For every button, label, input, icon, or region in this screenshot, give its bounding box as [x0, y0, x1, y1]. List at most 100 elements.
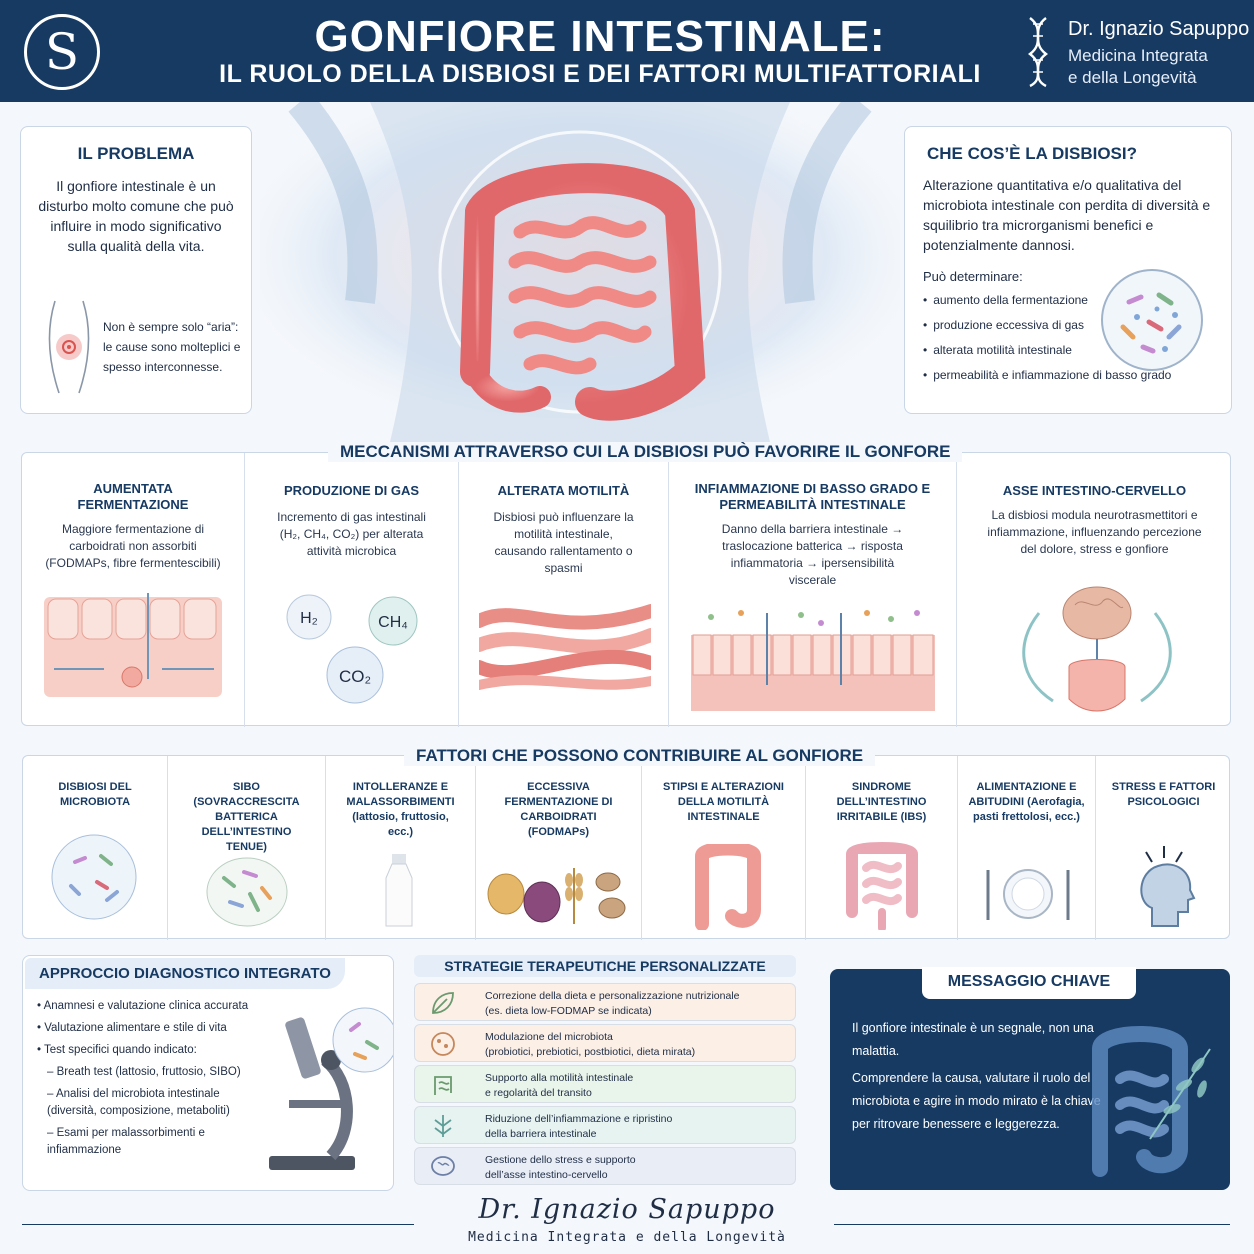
- mechanism-gas: PRODUZIONE DI GAS Incremento di gas inte…: [244, 453, 458, 727]
- gut-brain-axis-icon: [1022, 586, 1172, 712]
- factor-stress: STRESS E FATTORI PSICOLOGICI: [1095, 756, 1231, 940]
- gut-barrier-illustration: [691, 610, 935, 711]
- mechanism-text: Disbiosi può influenzare la motilità int…: [493, 510, 634, 575]
- strategy-line-1: Gestione dello stress e supporto: [485, 1154, 636, 1166]
- diagnostic-title: APPROCCIO DIAGNOSTICO INTEGRATO: [25, 958, 345, 989]
- dna-icon: [1028, 17, 1048, 88]
- factor-dysbiosis: DISBIOSI DEL MICROBIOTA: [23, 756, 167, 940]
- problem-note: Non è sempre solo “aria”: le cause sono …: [103, 320, 241, 374]
- gas-label: CH₄: [378, 614, 408, 631]
- list-item: • Test specifici quando indicato:: [37, 1044, 197, 1056]
- bacteria-cluster-icon: [206, 857, 288, 927]
- mechanisms-title: MECCANISMI ATTRAVERSO CUI LA DISBIOSI PU…: [328, 442, 963, 462]
- colon-icon: [695, 844, 761, 930]
- brain-icon: [431, 1156, 455, 1176]
- factor-title: STIPSI E ALTERAZIONI DELLA MOTILITÀ INTE…: [662, 781, 784, 823]
- key-message-line-1: Il gonfiore intestinale è un segnale, no…: [852, 1021, 1094, 1058]
- problem-card: IL PROBLEMA Il gonfiore intestinale è un…: [20, 126, 252, 414]
- mechanism-text: Incremento di gas intestinali (H₂, CH₄, …: [277, 510, 426, 558]
- strategy-microbiota: Modulazione del microbiota(probiotici, p…: [414, 1024, 796, 1062]
- bacteria-icon: [1101, 269, 1203, 371]
- strategy-text: Riduzione dell’infiammazione e ripristin…: [485, 1112, 672, 1142]
- microbiota-icon: [51, 834, 137, 920]
- milk-bottle-icon: [385, 854, 413, 927]
- factor-title: SIBO (SOVRACCRESCITA BATTERICA DELL’INTE…: [193, 781, 300, 853]
- strategy-inflammation: Riduzione dell’infiammazione e ripristin…: [414, 1106, 796, 1144]
- mechanism-text: Maggiore fermentazione di carboidrati no…: [45, 522, 221, 570]
- list-item: • Anamnesi e valutazione clinica accurat…: [37, 1000, 249, 1012]
- mechanism-fermentation: AUMENTATA FERMENTAZIONE Maggiore ferment…: [22, 453, 244, 727]
- strategy-line-2: della barriera intestinale: [485, 1128, 597, 1140]
- mechanisms-panel: AUMENTATA FERMENTAZIONE Maggiore ferment…: [21, 452, 1231, 727]
- abdomen-intestine-illustration: [260, 102, 900, 442]
- factor-title: ALIMENTAZIONE E ABITUDINI (Aerofagia, pa…: [968, 781, 1085, 823]
- list-item: – Esami per malassorbimenti e infiammazi…: [47, 1127, 205, 1156]
- dysbiosis-definition: Alterazione quantitativa e/o qualitativa…: [923, 177, 1211, 253]
- list-item: produzione eccessiva di gas: [923, 318, 1223, 343]
- list-item: aumento della fermentazione: [923, 293, 1223, 318]
- factor-title: INTOLLERANZE E MALASSORBIMENTI (lattosio…: [346, 781, 455, 838]
- intestine-leaf-icon: [1092, 1026, 1211, 1177]
- doctor-name: Dr. Ignazio Sapuppo: [1068, 18, 1250, 40]
- factor-title: SINDROME DELL’INTESTINO IRRITABILE (IBS): [836, 781, 927, 823]
- logo: S: [24, 14, 100, 90]
- stressed-head-icon: [1140, 846, 1196, 927]
- problem-title: IL PROBLEMA: [77, 144, 195, 163]
- list-item: – Analisi del microbiota intestinale (di…: [47, 1088, 230, 1117]
- key-message-title: MESSAGGIO CHIAVE: [922, 967, 1136, 999]
- microscope-icon: [269, 1007, 393, 1170]
- mechanism-title: PRODUZIONE DI GAS: [283, 483, 420, 498]
- list-item: – Breath test (lattosio, fruttosio, SIBO…: [47, 1066, 241, 1078]
- dysbiosis-can-cause: Può determinare:: [923, 269, 1023, 284]
- gas-label: H₂: [300, 610, 318, 627]
- strategy-stress: Gestione dello stress e supporto dell’ass…: [414, 1147, 796, 1185]
- gas-bubbles: H₂ CH₄ CO₂: [286, 594, 418, 704]
- strategy-line-1: Riduzione dell’infiammazione e ripristin…: [485, 1113, 673, 1125]
- list-item: • Valutazione alimentare e stile di vita: [37, 1022, 227, 1034]
- page-subtitle: IL RUOLO DELLA DISBIOSI E DEI FATTORI MU…: [219, 60, 981, 88]
- strategy-text: Modulazione del microbiota(probiotici, p…: [485, 1030, 695, 1060]
- microbiota-icon: [431, 1032, 455, 1056]
- strategies-title: STRATEGIE TERAPEUTICHE PERSONALIZZATE: [414, 955, 796, 977]
- page-title: GONFIORE INTESTINALE:: [314, 12, 886, 61]
- mechanism-title: AUMENTATA FERMENTAZIONE: [77, 481, 189, 512]
- factor-diet-habits: ALIMENTAZIONE E ABITUDINI (Aerofagia, pa…: [957, 756, 1095, 940]
- diagnostic-list: • Anamnesi e valutazione clinica accurat…: [37, 998, 267, 1164]
- key-message-panel: MESSAGGIO CHIAVE Il gonfiore intestinale…: [830, 967, 1230, 1190]
- strategy-line-1: Correzione della dieta e personalizzazio…: [485, 990, 740, 1002]
- fodmap-foods-icon: [487, 868, 626, 924]
- mechanism-inflammation: INFIAMMAZIONE DI BASSO GRADO E PERMEABIL…: [668, 453, 956, 727]
- specialty-line-2: e della Longevità: [1068, 68, 1197, 87]
- problem-text: Il gonfiore intestinale è un disturbo mo…: [38, 178, 234, 254]
- strategy-text: Correzione della dieta e personalizzazio…: [485, 989, 740, 1019]
- signature: Dr. Ignazio Sapuppo: [478, 1194, 776, 1225]
- factor-ibs: SINDROME DELL’INTESTINO IRRITABILE (IBS): [805, 756, 957, 940]
- key-message-text: Il gonfiore intestinale è un segnale, no…: [852, 1017, 1102, 1136]
- mechanism-title: INFIAMMAZIONE DI BASSO GRADO E PERMEABIL…: [694, 481, 931, 512]
- footer-divider-right: [834, 1224, 1230, 1225]
- factors-panel: DISBIOSI DEL MICROBIOTA SIBO (SOVRACCRES…: [22, 755, 1231, 940]
- factor-constipation: STIPSI E ALTERAZIONI DELLA MOTILITÀ INTE…: [641, 756, 805, 940]
- intestine-icon: [846, 842, 918, 930]
- plate-cutlery-icon: [986, 869, 1070, 920]
- strategy-diet: Correzione della dieta e personalizzazio…: [414, 983, 796, 1021]
- abdomen-icon: [48, 300, 90, 394]
- doctor-specialty: Medicina Integrata e della Longevità: [1068, 45, 1248, 89]
- strategy-line-2: dell’asse intestino-cervello: [485, 1169, 608, 1181]
- gas-label: CO₂: [339, 667, 371, 686]
- list-item: alterata motilità intestinale: [923, 343, 1223, 368]
- factor-intolerances: INTOLLERANZE E MALASSORBIMENTI (lattosio…: [325, 756, 475, 940]
- mechanism-text: La disbiosi modula neurotrasmettitori e …: [987, 508, 1202, 556]
- footer-subtitle: Medicina Integrata e della Longevità: [468, 1230, 786, 1245]
- mechanism-title: ASSE INTESTINO-CERVELLO: [1002, 483, 1187, 498]
- factor-title: ECCESSIVA FERMENTAZIONE DI CARBOIDRATI (…: [504, 781, 613, 838]
- mechanism-text: Danno della barriera intestinale → trasl…: [721, 522, 904, 587]
- strategy-line-2: (es. dieta low-FODMAP se indicata): [485, 1005, 652, 1017]
- mechanism-title: ALTERATA MOTILITÀ: [497, 483, 630, 498]
- strategy-line-2: e regolarità del transito: [485, 1087, 592, 1099]
- intestinal-wall-illustration: [44, 593, 222, 697]
- list-item: permeabilità e infiammazione di basso gr…: [923, 368, 1223, 393]
- factors-title: FATTORI CHE POSSONO CONTRIBUIRE AL GONFI…: [404, 746, 876, 766]
